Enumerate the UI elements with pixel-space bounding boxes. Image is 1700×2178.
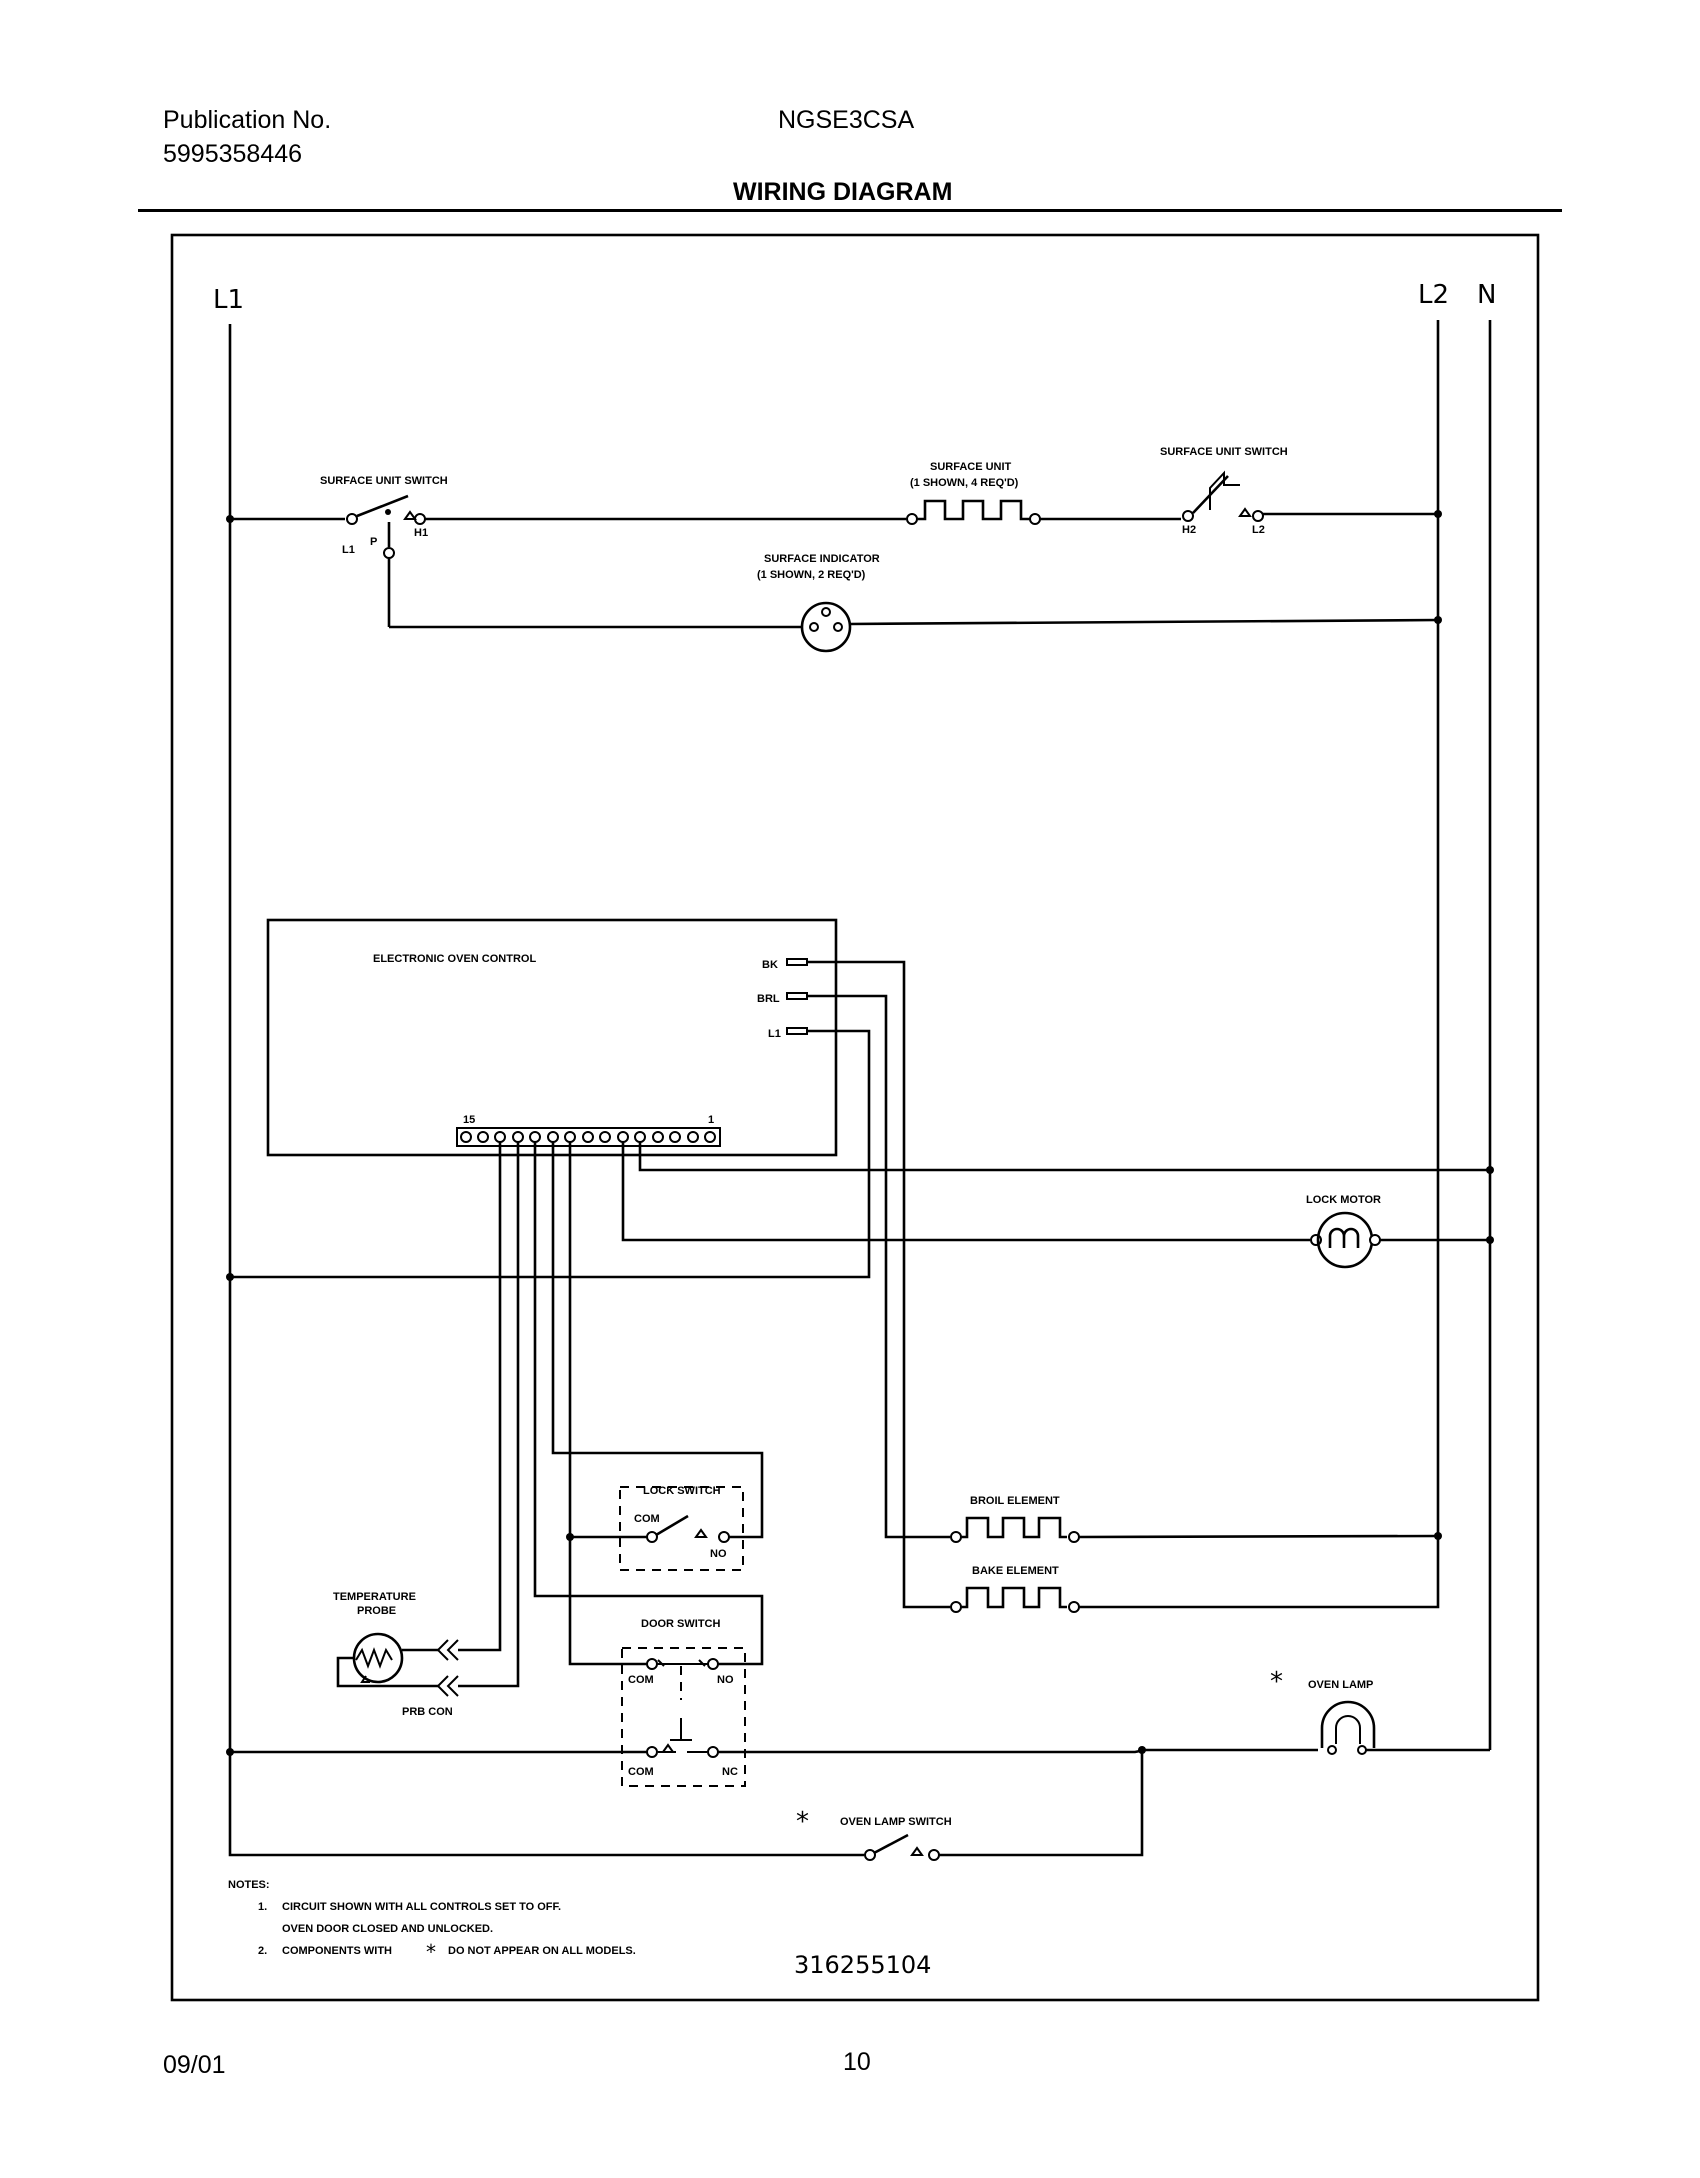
surface-unit-element [917, 499, 1030, 521]
electronic-oven-control [266, 918, 838, 1157]
pin-l1-label: L1 [768, 1028, 781, 1040]
control-connector [456, 1127, 721, 1147]
oven-lamp-switch-label: OVEN LAMP SWITCH [840, 1816, 952, 1828]
surface-unit-switch-left-label: SURFACE UNIT SWITCH [320, 475, 448, 487]
door-com-bottom-label: COM [628, 1766, 654, 1778]
door-com-top-label: COM [628, 1674, 654, 1686]
diagram-number: 316255104 [794, 1951, 931, 1979]
broil-element-label: BROIL ELEMENT [970, 1495, 1060, 1507]
switch-l2-label: L2 [1252, 524, 1265, 536]
model-number: NGSE3CSA [778, 106, 915, 134]
lock-switch-label: LOCK SWITCH [643, 1485, 721, 1497]
note-1-line-1: CIRCUIT SHOWN WITH ALL CONTROLS SET TO O… [282, 1901, 561, 1913]
oven-lamp [1320, 1700, 1376, 1748]
footer-date: 09/01 [163, 2051, 226, 2079]
surface-indicator-lamp [800, 601, 852, 653]
bake-element [961, 1586, 1067, 1609]
temperature-probe-label-1: TEMPERATURE [333, 1591, 416, 1603]
note-1-number: 1. [258, 1901, 267, 1913]
note-1-line-2: OVEN DOOR CLOSED AND UNLOCKED. [282, 1923, 493, 1935]
lock-no-label: NO [710, 1548, 727, 1560]
connector-pin-15-label: 15 [463, 1114, 475, 1126]
surface-unit-label: SURFACE UNIT [930, 461, 1012, 473]
footer-page-number: 10 [843, 2048, 871, 2076]
publication-number: 5995358446 [163, 140, 303, 168]
oven-lamp-switch-blade [873, 1833, 909, 1855]
oven-lamp-asterisk: * [1270, 1667, 1283, 1697]
header-rule [138, 209, 1562, 212]
lock-switch-blade [655, 1514, 689, 1537]
broil-element [961, 1516, 1067, 1539]
note-2-text-a: COMPONENTS WITH [282, 1945, 392, 1957]
publication-label: Publication No. [163, 106, 332, 134]
note-2-asterisk: * [426, 1940, 436, 1964]
surface-unit-switch-right-label: SURFACE UNIT SWITCH [1160, 446, 1288, 458]
note-2-text-b: DO NOT APPEAR ON ALL MODELS. [448, 1945, 636, 1957]
switch-h1-label: H1 [414, 527, 428, 539]
line-l2-label: L2 [1418, 280, 1449, 310]
pin-brl-label: BRL [757, 993, 780, 1005]
line-l1-label: L1 [213, 285, 244, 315]
lock-motor-label: LOCK MOTOR [1306, 1194, 1381, 1206]
line-n-label: N [1477, 280, 1496, 310]
door-nc-label: NC [722, 1766, 738, 1778]
oven-lamp-label: OVEN LAMP [1308, 1679, 1373, 1691]
connector-pin-1-label: 1 [708, 1114, 714, 1126]
notes-heading: NOTES: [228, 1879, 270, 1891]
switch-h2-label: H2 [1182, 524, 1196, 536]
pin-bk-label: BK [762, 959, 778, 971]
door-switch-enclosure [621, 1647, 746, 1787]
door-no-label: NO [717, 1674, 734, 1686]
surface-switch-blade [356, 494, 409, 518]
surface-indicator-label: SURFACE INDICATOR [764, 553, 880, 565]
bake-element-label: BAKE ELEMENT [972, 1565, 1059, 1577]
note-2-number: 2. [258, 1945, 267, 1957]
prb-con-label: PRB CON [402, 1706, 453, 1718]
lock-com-label: COM [634, 1513, 660, 1525]
lock-switch-enclosure [619, 1486, 744, 1571]
door-switch-label: DOOR SWITCH [641, 1618, 720, 1630]
oven-lamp-switch-asterisk: * [796, 1807, 809, 1837]
surface-unit-qty-label: (1 SHOWN, 4 REQ'D) [910, 477, 1019, 489]
switch-l1-label: L1 [342, 544, 355, 556]
connector-pins [460, 1131, 716, 1143]
temperature-probe-label-2: PROBE [357, 1605, 396, 1617]
switch-p-label: P [370, 536, 377, 548]
diagram-frame [170, 233, 1540, 2002]
page-title: WIRING DIAGRAM [733, 178, 953, 206]
electronic-oven-control-label: ELECTRONIC OVEN CONTROL [373, 953, 536, 965]
surface-indicator-qty-label: (1 SHOWN, 2 REQ'D) [757, 569, 866, 581]
